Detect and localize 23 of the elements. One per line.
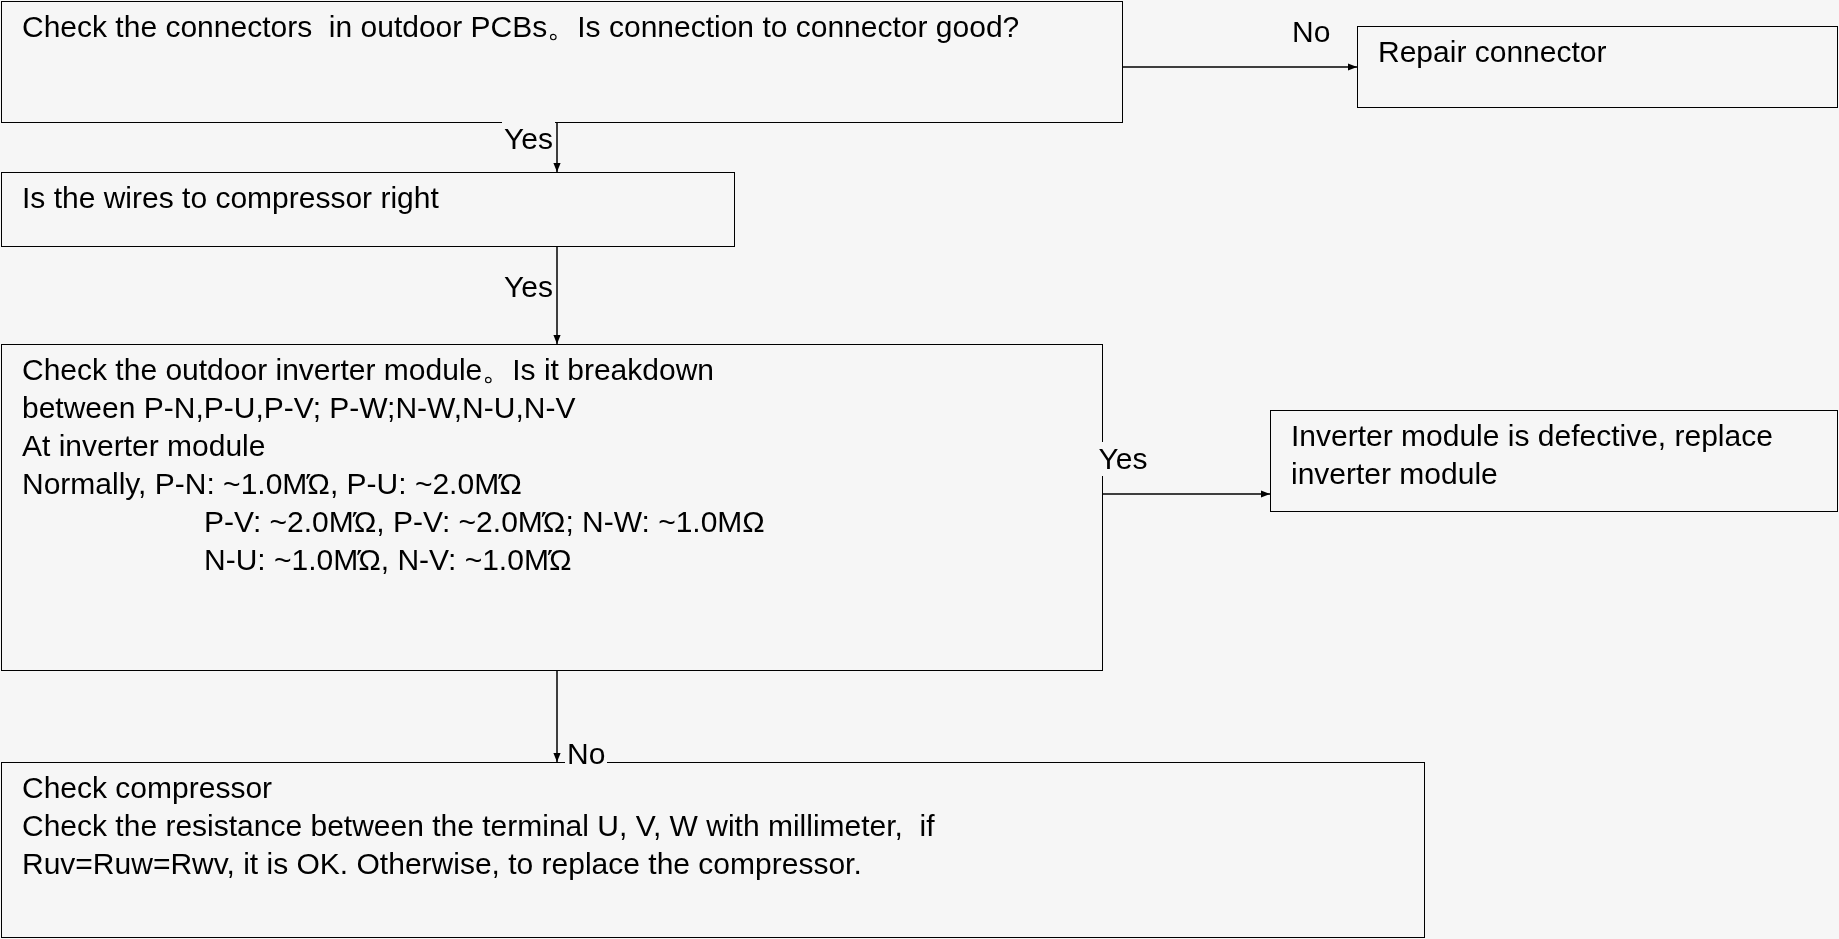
process-box xyxy=(1357,26,1838,108)
process-box xyxy=(1270,410,1838,512)
arrow xyxy=(553,246,561,345)
node-text: At inverter module xyxy=(22,428,267,464)
node-text: between P-N,P-U,P-V; P-W;N-W,N-U,N-V xyxy=(22,390,577,426)
process-box xyxy=(1,762,1425,938)
node-text: Repair connector xyxy=(1378,34,1608,70)
process-box xyxy=(1,1,1123,123)
node-text: P-V: ~2.0MΏ, P-V: ~2.0MΏ; N-W: ~1.0MΩ xyxy=(204,504,766,540)
edge-label: Yes xyxy=(1096,442,1150,476)
node-text: N-U: ~1.0MΏ, N-V: ~1.0MΏ xyxy=(204,542,573,578)
node-text: Normally, P-N: ~1.0MΏ, P-U: ~2.0MΏ xyxy=(22,466,523,502)
arrow xyxy=(1122,63,1358,71)
node-text: Check the resistance between the terminal U, V, W with millimeter, if Ruv=Ruw=Rwv, it is OK. Otherwise, to replace the compressor. xyxy=(22,808,936,882)
node-text: Is the wires to compressor right xyxy=(22,180,440,216)
arrow xyxy=(553,122,561,173)
node-text: Check the outdoor inverter module。Is it breakdown xyxy=(22,352,716,388)
arrow xyxy=(553,670,561,763)
arrow xyxy=(1102,490,1271,498)
process-box xyxy=(1,172,735,247)
node-text: Inverter module is defective, replace inverter module xyxy=(1291,418,1774,492)
node-text: Check the connectors in outdoor PCBs。Is connection to connector good? xyxy=(22,9,1021,45)
node-text: Check compressor xyxy=(22,770,274,806)
